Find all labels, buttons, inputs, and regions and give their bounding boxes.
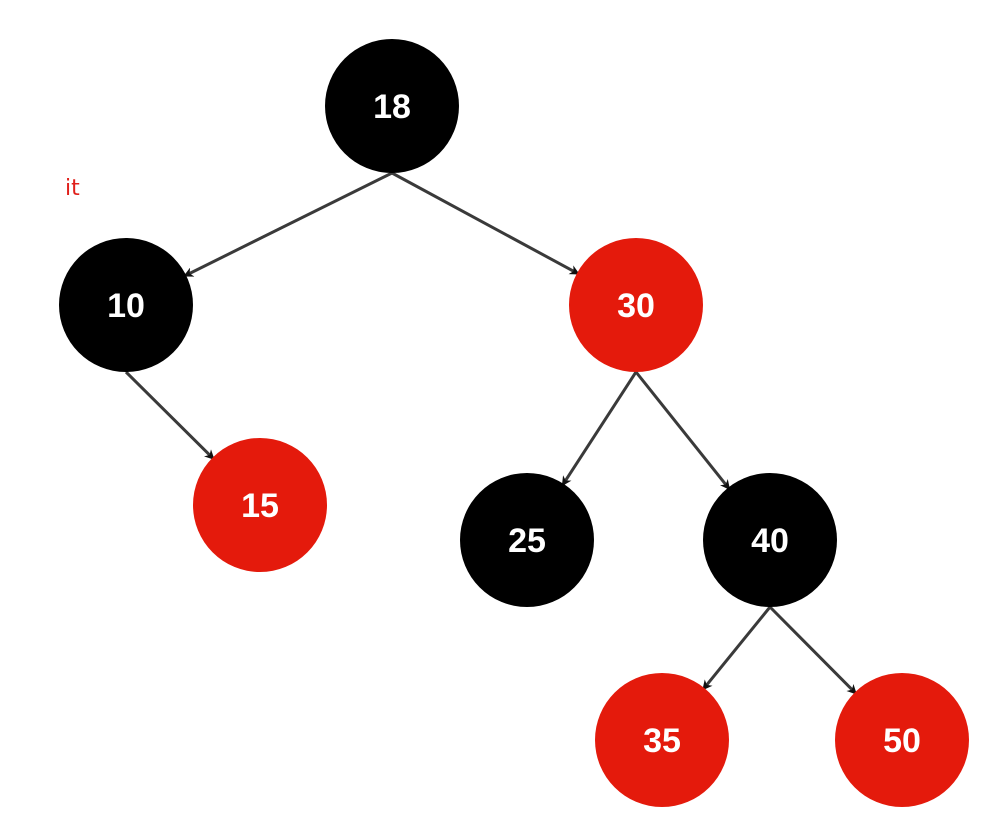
node-label-25: 25 — [508, 522, 546, 560]
node-label-18: 18 — [373, 88, 411, 126]
node-label-15: 15 — [241, 487, 279, 525]
edges-layer — [124, 171, 858, 695]
edge-40-to-35 — [701, 606, 772, 691]
node-label-40: 40 — [751, 522, 789, 560]
node-circle-40 — [703, 473, 837, 607]
tree-node-40: 40 — [703, 473, 837, 607]
annotation-text: it — [65, 176, 80, 201]
edge-30-to-25 — [561, 371, 638, 487]
nodes-layer: 18 10 30 15 25 40 35 50 — [59, 39, 969, 807]
node-circle-18 — [325, 39, 459, 173]
tree-node-35: 35 — [595, 673, 729, 807]
node-circle-10 — [59, 238, 193, 372]
node-circle-50 — [835, 673, 969, 807]
edge-18-to-30 — [391, 171, 580, 276]
edge-40-to-50 — [768, 605, 858, 695]
tree-node-30: 30 — [569, 238, 703, 372]
node-circle-15 — [193, 438, 327, 572]
edge-30-to-40 — [634, 371, 731, 491]
node-label-35: 35 — [643, 722, 681, 760]
edge-18-to-10 — [183, 171, 393, 278]
tree-node-18: 18 — [325, 39, 459, 173]
edge-10-to-15 — [124, 370, 215, 461]
node-circle-35 — [595, 673, 729, 807]
node-label-50: 50 — [883, 722, 921, 760]
tree-node-50: 50 — [835, 673, 969, 807]
tree-node-25: 25 — [460, 473, 594, 607]
node-label-10: 10 — [107, 287, 145, 325]
node-label-30: 30 — [617, 287, 655, 325]
tree-node-15: 15 — [193, 438, 327, 572]
tree-node-10: 10 — [59, 238, 193, 372]
node-circle-25 — [460, 473, 594, 607]
node-circle-30 — [569, 238, 703, 372]
